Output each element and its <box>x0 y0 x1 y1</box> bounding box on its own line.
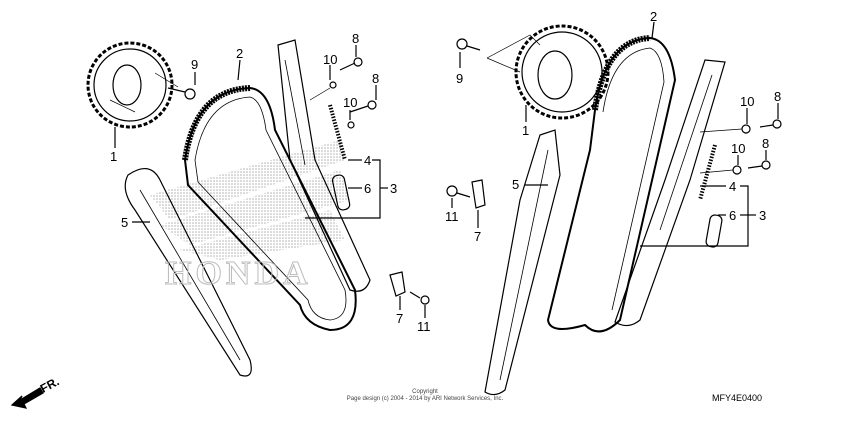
copyright-line-1: Copyright <box>412 389 438 395</box>
left-bolt-11-icon <box>409 291 430 305</box>
callout-right-6: 6 <box>729 208 737 223</box>
callout-left-1: 1 <box>110 149 118 164</box>
left-cam-chain-icon <box>182 85 357 332</box>
diagram-code: MFY4E0400 <box>712 393 763 403</box>
callout-left-5: 5 <box>121 215 129 230</box>
left-bolt-8-lower-icon <box>349 100 377 113</box>
right-bolt-11-icon <box>446 185 471 198</box>
right-bolt-8-upper-icon <box>759 119 782 129</box>
callout-right-2: 2 <box>650 9 658 24</box>
callout-right-5: 5 <box>512 177 520 192</box>
right-bolt-8-lower-icon <box>747 160 771 170</box>
callout-left-4: 4 <box>364 153 372 168</box>
right-tensioner-arm-icon <box>614 59 726 327</box>
right-cam-chain-icon <box>546 35 677 333</box>
left-tensioner-spring-icon <box>328 104 347 161</box>
callout-left-10-upper: 10 <box>323 52 338 67</box>
callout-right-1: 1 <box>522 123 530 138</box>
callout-right-11: 11 <box>445 209 459 224</box>
right-tensioner-rod-icon <box>705 214 723 248</box>
callout-left-6: 6 <box>364 181 372 196</box>
right-cam-sprocket-icon <box>514 24 610 120</box>
callout-right-4: 4 <box>729 179 737 194</box>
callout-left-3: 3 <box>390 181 398 196</box>
left-bolt-8-upper-icon <box>339 57 363 71</box>
callout-left-9: 9 <box>191 57 199 72</box>
right-washer-10-upper-icon <box>741 124 751 134</box>
right-chain-guide-icon <box>484 129 561 396</box>
left-cam-sprocket-icon <box>86 41 174 129</box>
left-clamp-icon <box>389 271 406 297</box>
callout-left-10-lower: 10 <box>343 95 358 110</box>
left-washer-10-upper-icon <box>329 81 337 89</box>
left-tensioner-arm-icon <box>277 39 371 292</box>
callout-left-7: 7 <box>396 311 404 326</box>
honda-watermark: HONDA <box>165 255 312 293</box>
callout-right-10-upper: 10 <box>740 94 755 109</box>
left-tensioner-rod-icon <box>331 174 351 211</box>
callout-left-11: 11 <box>417 319 431 334</box>
callout-left-8-upper: 8 <box>352 31 360 46</box>
callout-right-8-lower: 8 <box>762 136 770 151</box>
callout-left-8-lower: 8 <box>372 71 380 86</box>
callout-right-10-lower: 10 <box>731 141 746 156</box>
right-clamp-icon <box>471 179 486 209</box>
front-arrow-icon <box>10 387 44 409</box>
callout-right-9: 9 <box>456 71 464 86</box>
right-sprocket-bolt-icon <box>456 38 481 51</box>
right-tensioner-spring-icon <box>698 144 717 201</box>
left-washer-10-lower-icon <box>347 121 355 129</box>
copyright-notice: Copyright Page design (c) 2004 - 2014 by… <box>300 389 550 403</box>
callout-left-2: 2 <box>236 46 244 61</box>
callout-right-8-upper: 8 <box>774 89 782 104</box>
callout-right-7: 7 <box>474 229 482 244</box>
left-chain-guide-icon <box>124 168 252 377</box>
callout-right-3: 3 <box>759 208 767 223</box>
honda-wing-watermark <box>150 140 350 260</box>
copyright-line-2: Page design (c) 2004 - 2014 by ARI Netwo… <box>346 396 504 402</box>
left-sprocket-bolt-icon <box>167 87 196 100</box>
right-washer-10-lower-icon <box>732 165 742 175</box>
